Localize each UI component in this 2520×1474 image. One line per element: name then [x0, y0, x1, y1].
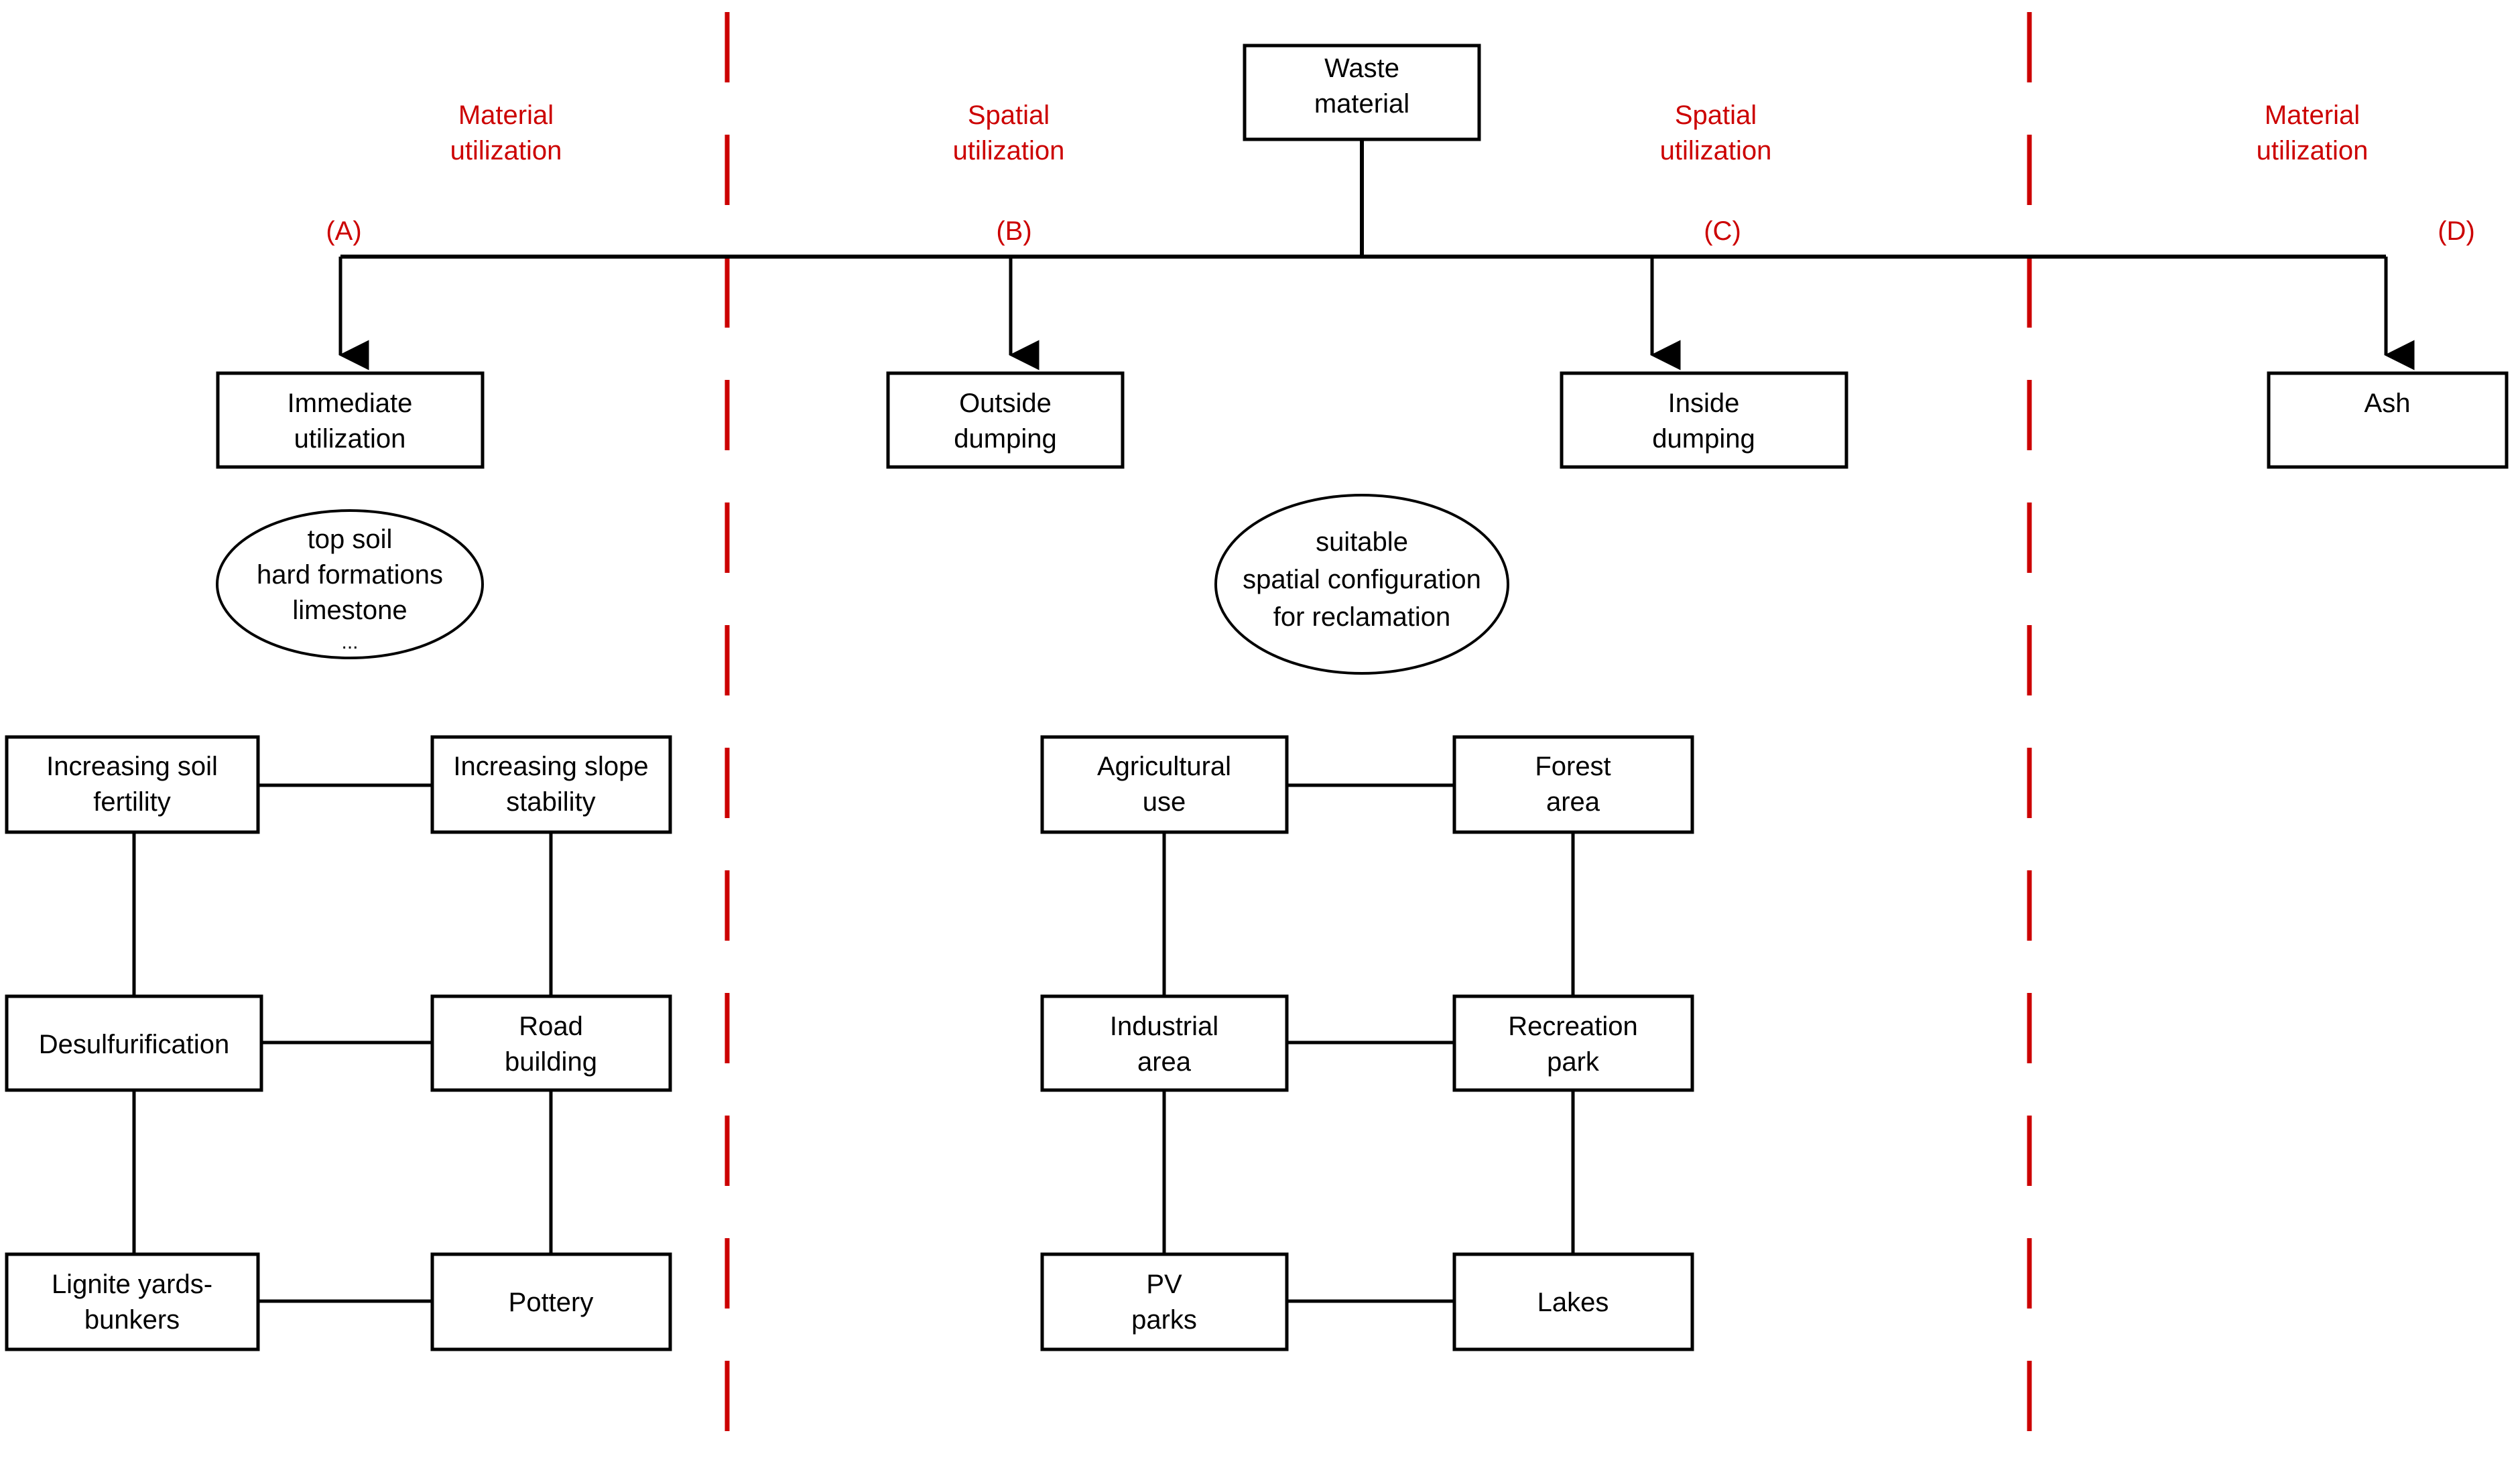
box-lignite-yards-bunkers[interactable]	[5, 1252, 260, 1351]
box-agricultural-use-line-2: use	[1143, 787, 1186, 817]
box-recreation-park[interactable]	[1452, 994, 1694, 1092]
ellipse-material-line-3: limestone	[292, 596, 407, 625]
column-header-c-line-2: utilization	[1660, 136, 1772, 165]
box-increasing-slope-stability[interactable]	[430, 735, 672, 834]
waste-material-line-1: Waste	[1324, 54, 1399, 83]
box-road-building-line-2: building	[505, 1047, 597, 1077]
ellipse-material-line-1: top soil	[308, 525, 393, 554]
box-increasing-soil-fertility-line-1: Increasing soil	[46, 752, 218, 781]
column-header-a-line-2: utilization	[450, 136, 562, 165]
cat-inside-dumping-box[interactable]	[1560, 371, 1848, 469]
box-lakes-line-1: Lakes	[1537, 1288, 1609, 1317]
cat-immediate-utilization-box[interactable]	[216, 371, 485, 469]
column-header-c-line-1: Spatial	[1675, 100, 1757, 130]
box-road-building-line-1: Road	[519, 1012, 583, 1041]
box-forest-area-line-2: area	[1546, 787, 1600, 817]
cat-outside-dumping-box[interactable]	[886, 371, 1125, 469]
cat-immediate-utilization-line-1: Immediate	[288, 389, 413, 418]
ellipse-spatial-line-2: spatial configuration	[1243, 565, 1481, 594]
box-lignite-yards-bunkers-line-2: bunkers	[84, 1305, 180, 1335]
box-pv-parks-line-2: parks	[1131, 1305, 1197, 1335]
cat-outside-dumping-line-2: dumping	[954, 424, 1056, 454]
column-header-b-line-2: utilization	[953, 136, 1065, 165]
box-pottery-line-1: Pottery	[509, 1288, 594, 1317]
box-road-building[interactable]	[430, 994, 672, 1092]
box-desulfurification[interactable]	[5, 994, 263, 1092]
branch-label-c: (C)	[1704, 216, 1741, 246]
branch-label-b: (B)	[996, 216, 1031, 246]
cat-inside-dumping-line-2: dumping	[1652, 424, 1755, 454]
box-pottery[interactable]	[430, 1252, 672, 1351]
box-pv-parks[interactable]	[1040, 1252, 1289, 1351]
cat-immediate-utilization-line-2: utilization	[294, 424, 406, 454]
box-forest-area[interactable]	[1452, 735, 1694, 834]
column-header-d-line-2: utilization	[2257, 136, 2369, 165]
column-header-b-line-1: Spatial	[968, 100, 1050, 130]
box-increasing-soil-fertility-line-2: fertility	[93, 787, 171, 817]
ellipse-spatial-suitability[interactable]	[1214, 494, 1509, 675]
box-lakes[interactable]	[1452, 1252, 1694, 1351]
branch-label-a: (A)	[326, 216, 361, 246]
ellipse-material-ellipsis: ...	[341, 631, 358, 653]
waste-material-line-2: material	[1314, 89, 1409, 119]
box-increasing-slope-stability-line-1: Increasing slope	[453, 752, 648, 781]
ellipse-spatial-line-3: for reclamation	[1273, 602, 1451, 632]
box-forest-area-line-1: Forest	[1535, 752, 1611, 781]
box-increasing-soil-fertility[interactable]	[5, 735, 260, 834]
branch-label-d: (D)	[2438, 216, 2475, 246]
box-industrial-area-line-2: area	[1137, 1047, 1192, 1077]
box-industrial-area-line-1: Industrial	[1110, 1012, 1218, 1041]
column-header-a-line-1: Material	[458, 100, 554, 130]
box-desulfurification-line-1: Desulfurification	[39, 1030, 230, 1059]
ellipse-material-properties[interactable]	[216, 509, 484, 659]
box-recreation-park-line-2: park	[1547, 1047, 1600, 1077]
waste-material-box[interactable]	[1243, 44, 1481, 141]
box-agricultural-use[interactable]	[1040, 735, 1289, 834]
ellipse-material-line-2: hard formations	[257, 560, 443, 590]
ellipse-spatial-line-1: suitable	[1316, 527, 1408, 557]
cat-inside-dumping-line-1: Inside	[1668, 389, 1740, 418]
box-industrial-area[interactable]	[1040, 994, 1289, 1092]
box-agricultural-use-line-1: Agricultural	[1097, 752, 1231, 781]
cat-ash-box[interactable]	[2267, 371, 2509, 469]
box-pv-parks-line-1: PV	[1146, 1270, 1182, 1299]
column-header-d-line-1: Material	[2265, 100, 2360, 130]
cat-outside-dumping-line-1: Outside	[959, 389, 1052, 418]
box-increasing-slope-stability-line-2: stability	[506, 787, 595, 817]
box-lignite-yards-bunkers-line-1: Lignite yards-	[52, 1270, 212, 1299]
box-recreation-park-line-1: Recreation	[1508, 1012, 1637, 1041]
cat-ash-line-1: Ash	[2365, 389, 2411, 418]
